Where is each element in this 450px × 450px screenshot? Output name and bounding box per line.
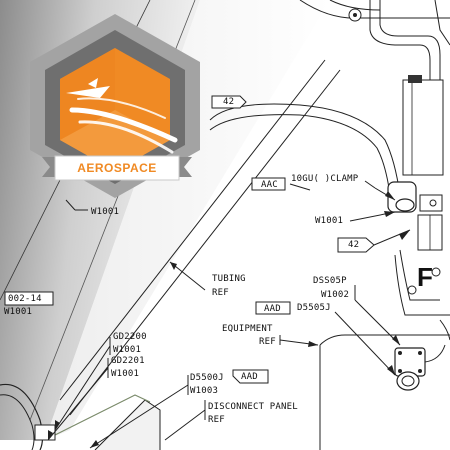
zone-letter: F: [417, 262, 433, 292]
support-outline: [394, 254, 450, 316]
rocket-trail-icon: [30, 14, 200, 198]
structure-line: [439, 319, 450, 341]
aerospace-badge: AEROSPACE: [0, 0, 230, 220]
tag-aac-box: [251, 177, 286, 191]
fastener-icon: [431, 267, 441, 277]
w1001-left-label: W1001: [91, 207, 120, 217]
clamp-loop: [395, 198, 415, 212]
gd2201-label: GD2201: [111, 356, 145, 366]
w1001-right-label: W1001: [315, 216, 344, 226]
disconnect-panel-label: DISCONNECT PANEL: [208, 402, 298, 412]
tag-42-top-box: [211, 95, 247, 109]
tag-aac: AAC: [261, 180, 278, 190]
tubing-label: TUBING: [212, 274, 246, 284]
w1002-label: W1002: [321, 290, 350, 300]
badge-label: AEROSPACE: [77, 161, 157, 175]
disconnect-panel: [94, 399, 161, 450]
tag-aad-right: AAD: [264, 304, 281, 314]
bracket-outline: [369, 0, 431, 90]
equipment-ref-label: REF: [259, 337, 276, 347]
equipment-label: EQUIPMENT: [222, 324, 273, 334]
structure-line: [329, 0, 381, 11]
fastener-icon: [353, 13, 357, 17]
support-outline: [399, 249, 440, 301]
connector-cable: [424, 344, 446, 363]
equipment-edge: [319, 334, 450, 346]
bracket-outline: [379, 0, 441, 95]
clamp-ref-label: 10GU( )CLAMP: [291, 174, 359, 184]
gd2200-wire-label: W1001: [113, 345, 142, 355]
structure-line: [434, 0, 450, 46]
bracket-clip: [408, 75, 422, 83]
connector-pin: [398, 369, 402, 373]
ring-frame: [0, 383, 44, 450]
sheet-ref-wire-label: W1001: [4, 307, 33, 317]
w1003-label: W1003: [190, 386, 219, 396]
disconnect-ref-label: REF: [208, 415, 225, 425]
leader-arrowheads: [48, 191, 410, 448]
connector-pin: [398, 351, 402, 355]
tag-aad-bottom-box: [232, 369, 269, 384]
tag-aad-right-box: [255, 301, 291, 315]
tag-42-right: 42: [348, 240, 360, 250]
fastener-icon: [407, 285, 417, 295]
tag-42-top: 42: [223, 97, 235, 107]
cable-run: [209, 114, 391, 196]
disconnect-panel-edge: [44, 394, 151, 441]
tubing-line: [69, 69, 341, 416]
tubing-ref-label: REF: [212, 288, 229, 298]
connector-pin: [418, 369, 422, 373]
sheet-ref-box: [4, 291, 54, 306]
tag-aad-bottom: AAD: [241, 372, 258, 382]
connector-plug-inner: [401, 375, 415, 387]
gd2200-label: GD2200: [113, 332, 147, 342]
vertical-bracket: [402, 79, 444, 176]
tubing-line: [59, 59, 326, 401]
tag-42-right-box: [337, 237, 375, 253]
fuselage-panel-light: [45, 0, 330, 440]
gd2201-wire-label: W1001: [111, 369, 140, 379]
bolt-icon: [429, 199, 437, 207]
sheet-ref-label: 002-14: [8, 294, 42, 304]
d5500j-label: D5500J: [190, 373, 224, 383]
d5505j-label: D5505J: [297, 303, 331, 313]
connector-pin: [418, 351, 422, 355]
leader-lines: [47, 180, 411, 449]
dss05p-label: DSS05P: [313, 276, 347, 286]
ring-frame: [0, 394, 35, 450]
